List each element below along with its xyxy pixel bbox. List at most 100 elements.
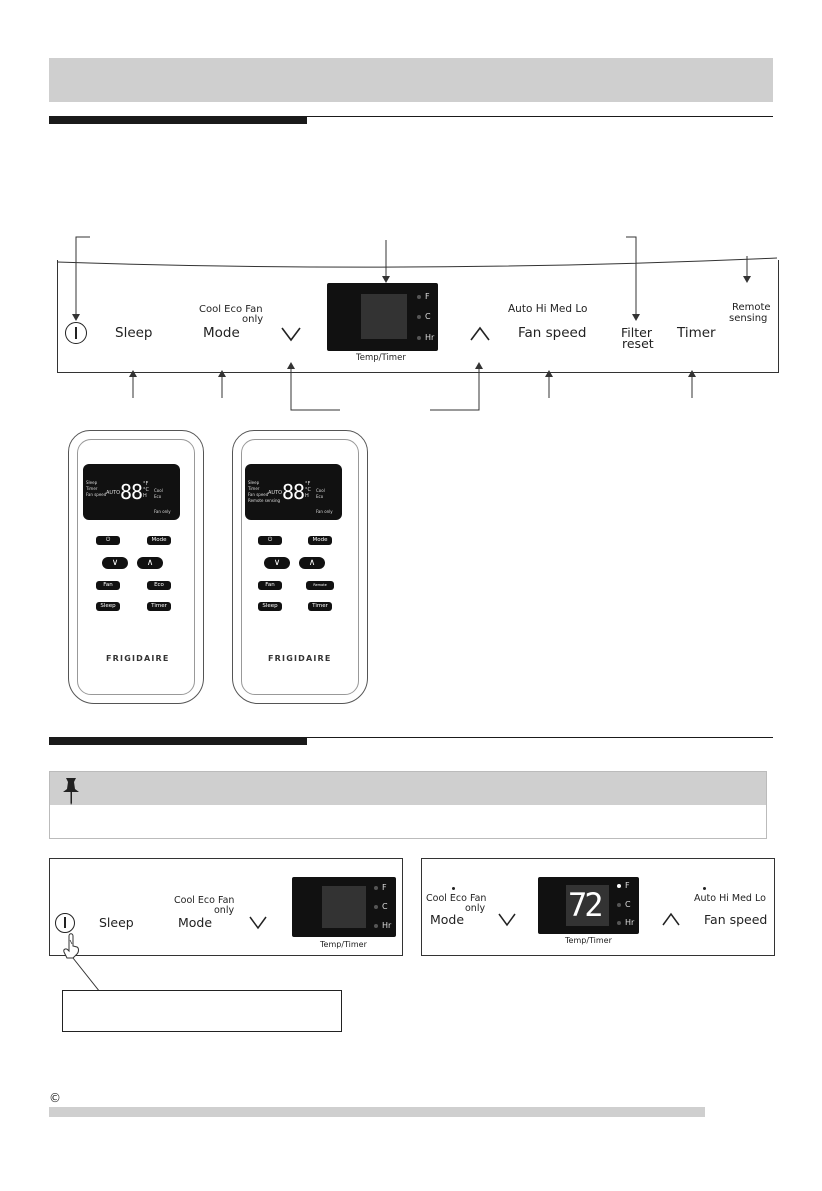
chevron-up-icon: ∧: [146, 558, 154, 568]
indicator-dot: [417, 314, 421, 319]
remote-inner-outline: [241, 439, 359, 695]
fan-options-label: Auto Hi Med Lo: [508, 303, 588, 315]
indicator-hr: Hr: [617, 918, 634, 927]
footer-bar: [49, 1107, 705, 1117]
display-screen: [361, 294, 407, 339]
indicator-c: C: [417, 312, 431, 321]
remote-left-up-button[interactable]: ∧: [137, 557, 163, 569]
chevron-down-icon: [281, 327, 301, 342]
fan-indicator-dot: [703, 887, 706, 890]
remote-left-brand: FRIGIDAIRE: [106, 654, 170, 663]
chevron-down-icon: [249, 916, 267, 930]
remote-right-timer-button[interactable]: Timer: [308, 602, 332, 611]
panel-top-curve: [57, 257, 777, 268]
mode-button[interactable]: Mode: [178, 915, 213, 930]
power-icon: ⏻: [105, 537, 111, 543]
temp-down-button[interactable]: [497, 912, 517, 927]
section-rule-thin-2: [307, 737, 773, 738]
remote-left-eco-button[interactable]: Eco: [147, 581, 171, 590]
note-box: [49, 771, 767, 839]
indicator-c: C: [374, 902, 388, 911]
mode-button[interactable]: Mode: [203, 325, 240, 341]
chevron-down-icon: [498, 913, 516, 927]
remote-right-remote-sensing-button[interactable]: Remote sensing: [306, 581, 334, 596]
display-screen: [322, 886, 366, 928]
temp-down-button[interactable]: [280, 326, 302, 342]
mode-only-label: only: [465, 903, 486, 914]
callout-box: [62, 990, 342, 1032]
indicator-dot: [374, 885, 378, 890]
remote-left-sleep-button[interactable]: Sleep: [96, 602, 120, 611]
indicator-dot: [417, 335, 421, 340]
remote-inner-outline: [77, 439, 195, 695]
temp-timer-display: F C Hr: [327, 283, 438, 351]
remote-sensing-line2: sensing: [729, 313, 768, 324]
remote-lcd-left-auto: AUTO: [106, 490, 121, 496]
fan-speed-button[interactable]: Fan speed: [518, 325, 587, 341]
indicator-dot: [374, 923, 378, 928]
indicator-dot: [617, 920, 621, 925]
remote-right-mode-button[interactable]: Mode: [308, 536, 332, 545]
indicator-dot: [617, 902, 621, 907]
header-band: [49, 58, 773, 102]
pushpin-icon: [63, 778, 79, 805]
mode-indicator-dot: [452, 887, 455, 890]
note-header: [50, 772, 766, 805]
remote-lcd-left: [83, 464, 180, 520]
timer-button[interactable]: Timer: [677, 325, 716, 341]
remote-sensing-line1: Remote: [732, 302, 771, 313]
fan-speed-button[interactable]: Fan speed: [704, 912, 768, 927]
chevron-down-icon: ∨: [111, 558, 119, 568]
remote-left-down-button[interactable]: ∨: [102, 557, 128, 569]
power-icon: [75, 327, 77, 339]
sleep-button[interactable]: Sleep: [99, 915, 134, 930]
mode-options-label: Cool Eco Fan: [174, 895, 235, 906]
filter-reset-line2[interactable]: reset: [622, 336, 654, 351]
remote-left-timer-button[interactable]: Timer: [147, 602, 171, 611]
remote-left-fan-button[interactable]: Fan: [96, 581, 120, 590]
remote-right-up-button[interactable]: ∧: [299, 557, 325, 569]
remote-right-sleep-button[interactable]: Sleep: [258, 602, 282, 611]
remote-left-mode-button[interactable]: Mode: [147, 536, 171, 545]
indicator-dot: [374, 904, 378, 909]
display-label: Temp/Timer: [320, 940, 367, 949]
sleep-button[interactable]: Sleep: [115, 325, 153, 341]
temp-up-button[interactable]: [661, 912, 681, 927]
temp-up-button[interactable]: [469, 326, 491, 342]
chevron-up-icon: [470, 326, 490, 341]
temp-timer-display: 72 F C Hr: [538, 877, 639, 934]
mode-button[interactable]: Mode: [430, 912, 465, 927]
display-digits: 72: [568, 886, 603, 924]
chevron-up-icon: [662, 912, 680, 926]
remote-right-down-button[interactable]: ∨: [264, 557, 290, 569]
remote-right-fan-button[interactable]: Fan: [258, 581, 282, 590]
power-button[interactable]: [65, 322, 87, 344]
mode-options-label: Cool Eco Fan: [199, 304, 263, 315]
section-rule-thick: [49, 116, 307, 124]
copyright-symbol: ©: [49, 1091, 61, 1105]
mode-only-label: only: [242, 314, 264, 325]
indicator-dot-active: [617, 883, 621, 888]
temp-down-button[interactable]: [248, 915, 268, 930]
remote-lcd-right: [245, 464, 342, 520]
filter-reset-line1[interactable]: Filter: [621, 325, 652, 340]
power-icon: ⏻: [267, 537, 273, 543]
mode-only-label: only: [214, 905, 235, 916]
remote-left-power-button[interactable]: ⏻: [96, 536, 120, 545]
remote-lcd-right-auto: AUTO: [268, 490, 283, 496]
chevron-down-icon: ∨: [273, 558, 281, 568]
indicator-dot: [417, 294, 421, 299]
hand-pointer-icon: [63, 933, 101, 992]
indicator-hr: Hr: [417, 333, 434, 342]
indicator-f: F: [417, 292, 430, 301]
remote-right-power-button[interactable]: ⏻: [258, 536, 282, 545]
indicator-f: F: [374, 883, 387, 892]
leader-lines: [72, 236, 751, 411]
remote-right-brand: FRIGIDAIRE: [268, 654, 332, 663]
power-button[interactable]: [55, 913, 75, 933]
